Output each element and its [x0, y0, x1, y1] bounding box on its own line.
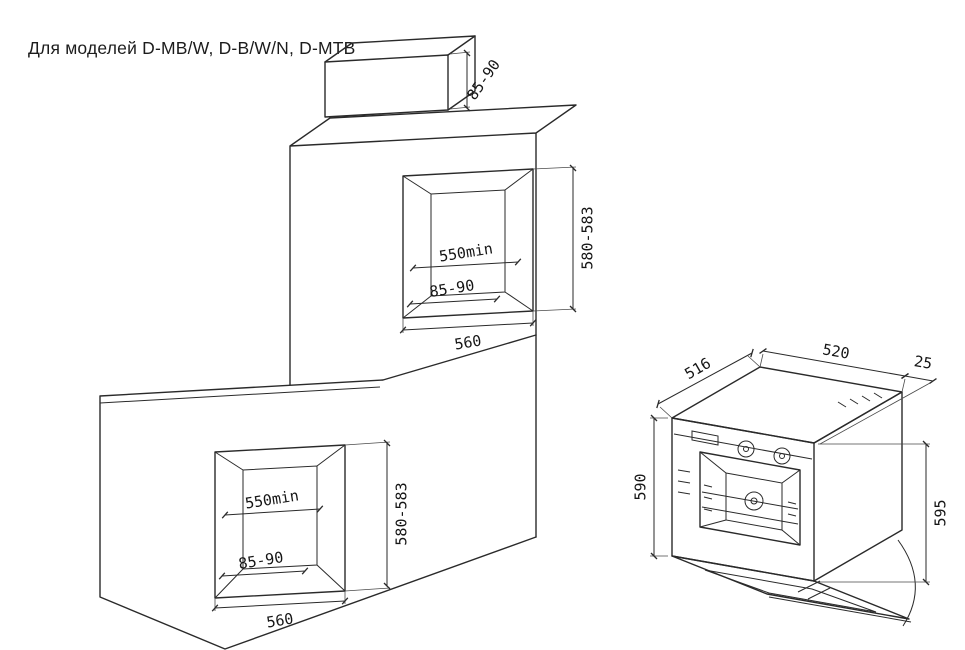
cavity-opening	[699, 451, 801, 546]
door-glass	[704, 569, 877, 613]
dim-upper-depth-label: 550min	[438, 239, 494, 265]
dim-upper-niche-height: 580-583	[532, 164, 597, 313]
counter-thickness-line	[99, 386, 381, 404]
dim-lower-rear-gap-label: 85-90	[237, 548, 284, 573]
base-cabinet-edges	[99, 334, 537, 650]
dim-oven-front-overhang-label: 25	[913, 352, 934, 373]
dim-oven-front-height-label: 595	[932, 499, 950, 526]
door-swing-arc	[897, 539, 916, 627]
dim-oven-front-height: 595	[818, 440, 950, 586]
dim-upper-niche-rear-gap: 85-90	[406, 276, 501, 308]
dim-upper-niche-depth: 550min	[409, 239, 522, 272]
door-edge-lip	[768, 596, 912, 623]
top-box-top	[324, 35, 476, 63]
dim-top-gap-label: 85-90	[463, 56, 504, 103]
oven-body	[671, 366, 903, 582]
cabinet-top-box	[324, 35, 476, 118]
dim-oven-body-height: 590	[632, 414, 668, 560]
dim-top-gap: 85-90	[449, 49, 504, 112]
oven-knob	[773, 447, 791, 465]
top-box-side	[447, 35, 476, 111]
dim-lower-niche-rear-gap: 85-90	[218, 548, 309, 580]
dim-oven-top-width-label: 516	[682, 354, 714, 383]
upper-niche-depth-edges	[402, 168, 534, 319]
oven-door	[671, 539, 916, 627]
door-glass-reflections	[797, 580, 831, 600]
dim-lower-height-label: 580-583	[393, 482, 411, 545]
dim-oven-front-overhang: 25	[819, 352, 937, 445]
oven-knob	[737, 440, 755, 458]
dim-oven-top-width: 516	[656, 348, 761, 419]
cavity-racks	[701, 491, 799, 525]
oven-diagram: 516 520 25 595 590	[632, 340, 950, 627]
diagram-title: Для моделей D-MB/W, D-B/W/N, D-MTB	[28, 38, 356, 58]
dim-upper-width-label: 560	[453, 331, 483, 353]
oven-cavity	[699, 451, 801, 546]
oven-display	[691, 430, 719, 446]
dim-oven-body-height-label: 590	[632, 473, 650, 500]
lower-niche-depth-edges	[214, 444, 346, 599]
cavity-depth-edges	[699, 451, 801, 546]
dim-upper-height-label: 580-583	[579, 206, 597, 269]
dim-lower-depth-label: 550min	[244, 486, 300, 512]
tall-cabinet-edges	[289, 104, 577, 538]
cabinet-diagram: 85-90 550min 85-90 560 580-583	[99, 35, 597, 650]
tall-cabinet-outline	[289, 104, 577, 538]
cavity-fan	[744, 491, 764, 511]
dim-lower-niche-width: 560	[211, 591, 349, 632]
dim-oven-top-depth: 520	[759, 340, 909, 393]
base-cabinet-outline	[99, 334, 537, 650]
dim-oven-top-depth-label: 520	[821, 340, 851, 362]
top-box-front	[324, 54, 449, 118]
door-panel	[671, 555, 910, 620]
dim-lower-niche-height: 580-583	[344, 439, 411, 592]
dim-lower-width-label: 560	[265, 609, 295, 631]
dim-upper-niche-width: 560	[399, 311, 537, 354]
control-panel-line	[673, 433, 813, 460]
side-vent-slots	[677, 469, 691, 495]
dim-lower-niche-depth: 550min	[221, 486, 324, 519]
oven-right-face	[813, 391, 903, 582]
rack-supports	[703, 484, 797, 517]
top-vent-slots	[837, 392, 883, 408]
oven-top-face	[671, 366, 903, 444]
dim-upper-rear-gap-label: 85-90	[428, 276, 475, 301]
